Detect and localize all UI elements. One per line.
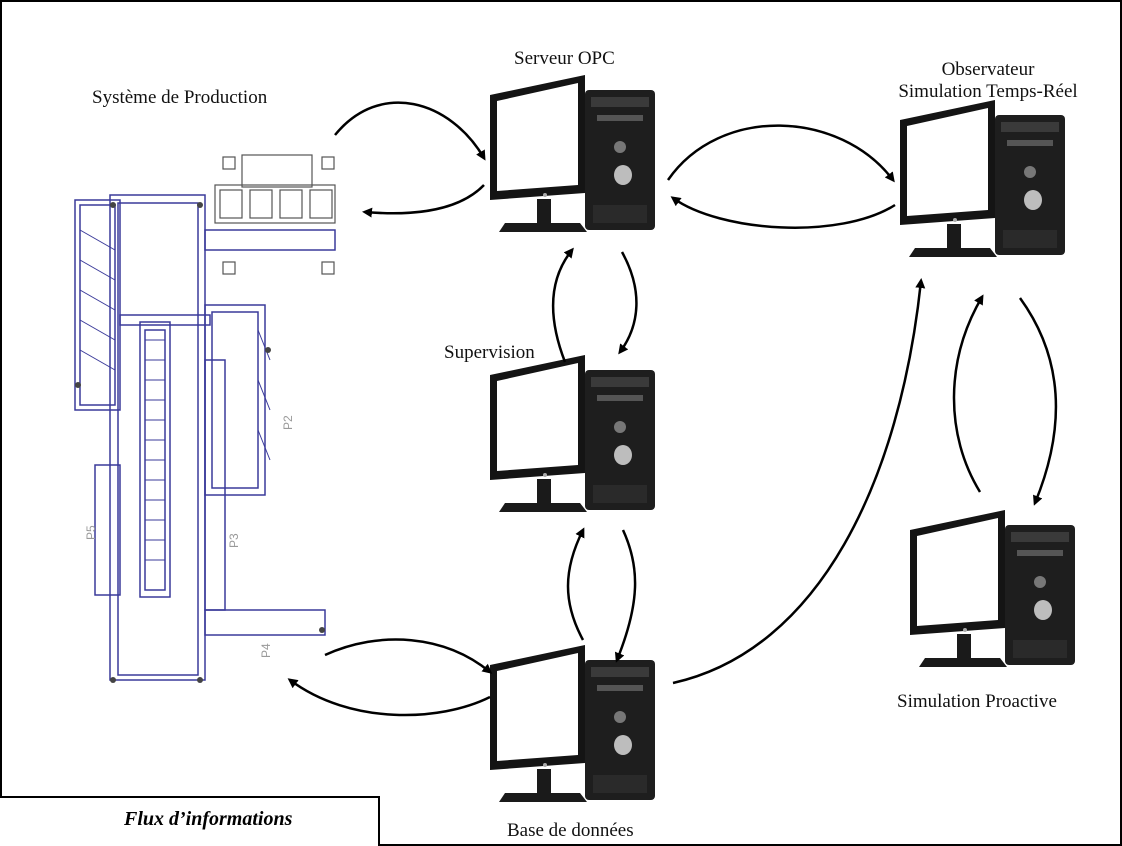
tag-p5: P5 [84, 525, 98, 540]
arrow-production-to-opc [334, 101, 486, 161]
arrow-proactive-to-observer [952, 294, 984, 493]
arrow-opc-to-supervision [618, 251, 638, 355]
arrow-database-to-supervision [566, 527, 585, 641]
opc-server-computer [490, 75, 655, 232]
arrow-supervision-to-opc [551, 247, 574, 363]
realtime-observer-computer [900, 100, 1065, 257]
label-database: Base de données [507, 820, 634, 841]
arrow-production-to-database [324, 638, 493, 674]
proactive-simulation-computer [910, 510, 1075, 667]
label-supervision: Supervision [444, 342, 535, 363]
production-system-layout: P2 P3 P4 P5 [74, 154, 336, 683]
label-observer-line1: Observateur [941, 59, 1035, 80]
tag-p3: P3 [227, 533, 241, 548]
label-observer: Observateur Simulation Temps-Réel [868, 59, 1108, 103]
tag-p2: P2 [281, 415, 295, 430]
arrow-supervision-to-database [614, 529, 637, 663]
database-computer [490, 645, 655, 802]
tag-p4: P4 [259, 643, 273, 658]
label-observer-line2: Simulation Temps-Réel [898, 81, 1078, 102]
legend-label: Flux d’informations [124, 808, 293, 830]
arrow-database-to-observer [672, 278, 926, 685]
arrow-observer-to-opc [670, 196, 896, 229]
legend-box [0, 796, 380, 846]
supervision-computer [490, 355, 655, 512]
label-production-system: Système de Production [92, 87, 268, 108]
arrow-opc-to-observer [666, 124, 895, 183]
arrow-observer-to-proactive [1018, 297, 1058, 506]
label-opc-server: Serveur OPC [514, 48, 615, 69]
arrow-opc-to-production [362, 184, 485, 218]
label-proactive-simulation: Simulation Proactive [897, 691, 1057, 712]
arrow-database-to-production [287, 678, 491, 717]
